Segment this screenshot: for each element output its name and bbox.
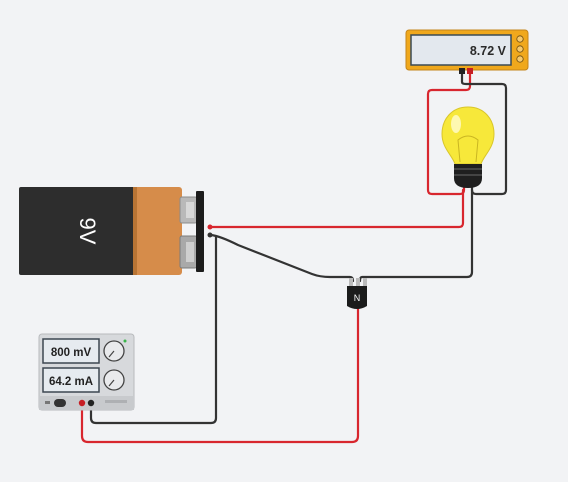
mode-dial-v-icon[interactable]	[516, 45, 524, 53]
power-supply-icon[interactable]: 800 mV 64.2 mA	[38, 333, 135, 411]
supply-negative-terminal[interactable]	[87, 399, 95, 407]
probe-black-terminal[interactable]	[459, 68, 465, 74]
wire-black-battery-transistor[interactable]	[209, 233, 355, 283]
current-display: 64.2 mA	[49, 376, 93, 388]
multimeter-reading: 8.72 V	[470, 44, 507, 58]
battery-icon[interactable]: 9V	[19, 187, 213, 275]
wire-red-battery-bulb[interactable]	[209, 188, 465, 229]
wire-black-battery-supply[interactable]	[89, 234, 218, 425]
multimeter[interactable]: 8.72 V	[405, 29, 529, 74]
voltage-display: 800 mV	[51, 347, 92, 359]
transistor-icon[interactable]: N	[347, 278, 367, 309]
mode-dial-ohm-icon[interactable]	[516, 55, 524, 63]
lightbulb-icon[interactable]	[441, 106, 495, 188]
probe-red-terminal[interactable]	[467, 68, 473, 74]
power-switch[interactable]	[54, 399, 66, 407]
wire-red-transistor-supply[interactable]	[80, 304, 360, 444]
mode-dial-a-icon[interactable]	[516, 35, 524, 43]
wires	[80, 70, 508, 444]
transistor-label: N	[354, 293, 361, 303]
supply-positive-terminal[interactable]	[78, 399, 86, 407]
wire-black-bulb-transistor[interactable]	[358, 188, 474, 283]
wire-black-meter-bulb[interactable]	[460, 70, 508, 196]
battery-label: 9V	[75, 218, 100, 245]
